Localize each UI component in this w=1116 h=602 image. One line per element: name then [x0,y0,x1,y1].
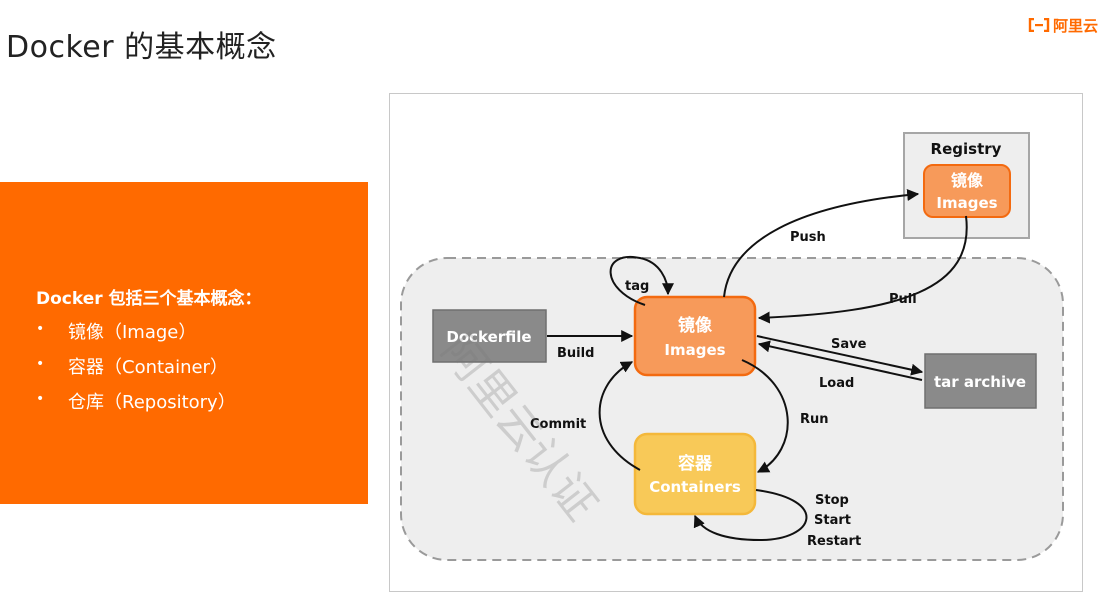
images-cn: 镜像 [678,315,713,336]
dockerfile-box [432,309,547,363]
containers-box [633,432,757,516]
bullet: • [36,391,45,407]
restart-label: Restart [807,534,861,549]
push-arrow [723,189,920,298]
bullet: • [36,321,45,337]
stop-label: Stop [815,493,849,508]
tar-archive-label: tar archive [934,373,1026,391]
save-arrow [756,335,924,376]
containers-cn: 容器 [678,453,713,474]
start-label: Start [814,513,851,528]
aliyun-logo-icon [1028,18,1050,32]
images-en: Images [664,341,725,359]
commit-arrow [598,361,641,471]
load-arrow [757,340,923,381]
registry-title: Registry [931,140,1002,158]
pull-arrow [757,215,968,324]
aliyun-logo: 阿里云 [1028,14,1098,36]
run-arrow [741,359,789,473]
tag-label: tag [625,279,649,294]
list-item-label: 仓库（Repository） [68,392,236,413]
docker-concepts-diagram: Registry 镜像 Images Dockerfile 镜像 Images … [400,132,1064,561]
commit-label: Commit [530,417,586,432]
list-item: • 镜像（Image） [36,318,236,353]
concepts-panel: Docker 包括三个基本概念： • 镜像（Image） • 容器（Contai… [0,182,368,504]
registry-images-cn: 镜像 [951,171,984,190]
push-label: Push [790,230,826,245]
images-box [633,295,757,377]
containers-en: Containers [649,478,741,496]
bullet: • [36,356,45,372]
tar-archive-box [924,353,1037,409]
concepts-heading: Docker 包括三个基本概念： [36,289,262,309]
list-item: • 容器（Container） [36,353,236,388]
stop-start-restart-arrow [693,489,808,542]
tag-arrow [609,255,674,306]
load-label: Load [819,376,854,391]
local-host-region [400,257,1064,561]
registry-images-en: Images [936,194,997,212]
aliyun-logo-text: 阿里云 [1053,16,1099,35]
save-label: Save [831,337,867,352]
run-label: Run [800,412,829,427]
build-label: Build [557,346,594,361]
concept-list: • 镜像（Image） • 容器（Container） • 仓库（Reposit… [36,318,236,423]
dockerfile-label: Dockerfile [446,328,531,346]
pull-label: Pull [889,292,917,307]
slide-title: Docker 的基本概念 [6,30,277,65]
list-item-label: 容器（Container） [68,357,228,378]
list-item-label: 镜像（Image） [68,322,197,343]
list-item: • 仓库（Repository） [36,388,236,423]
